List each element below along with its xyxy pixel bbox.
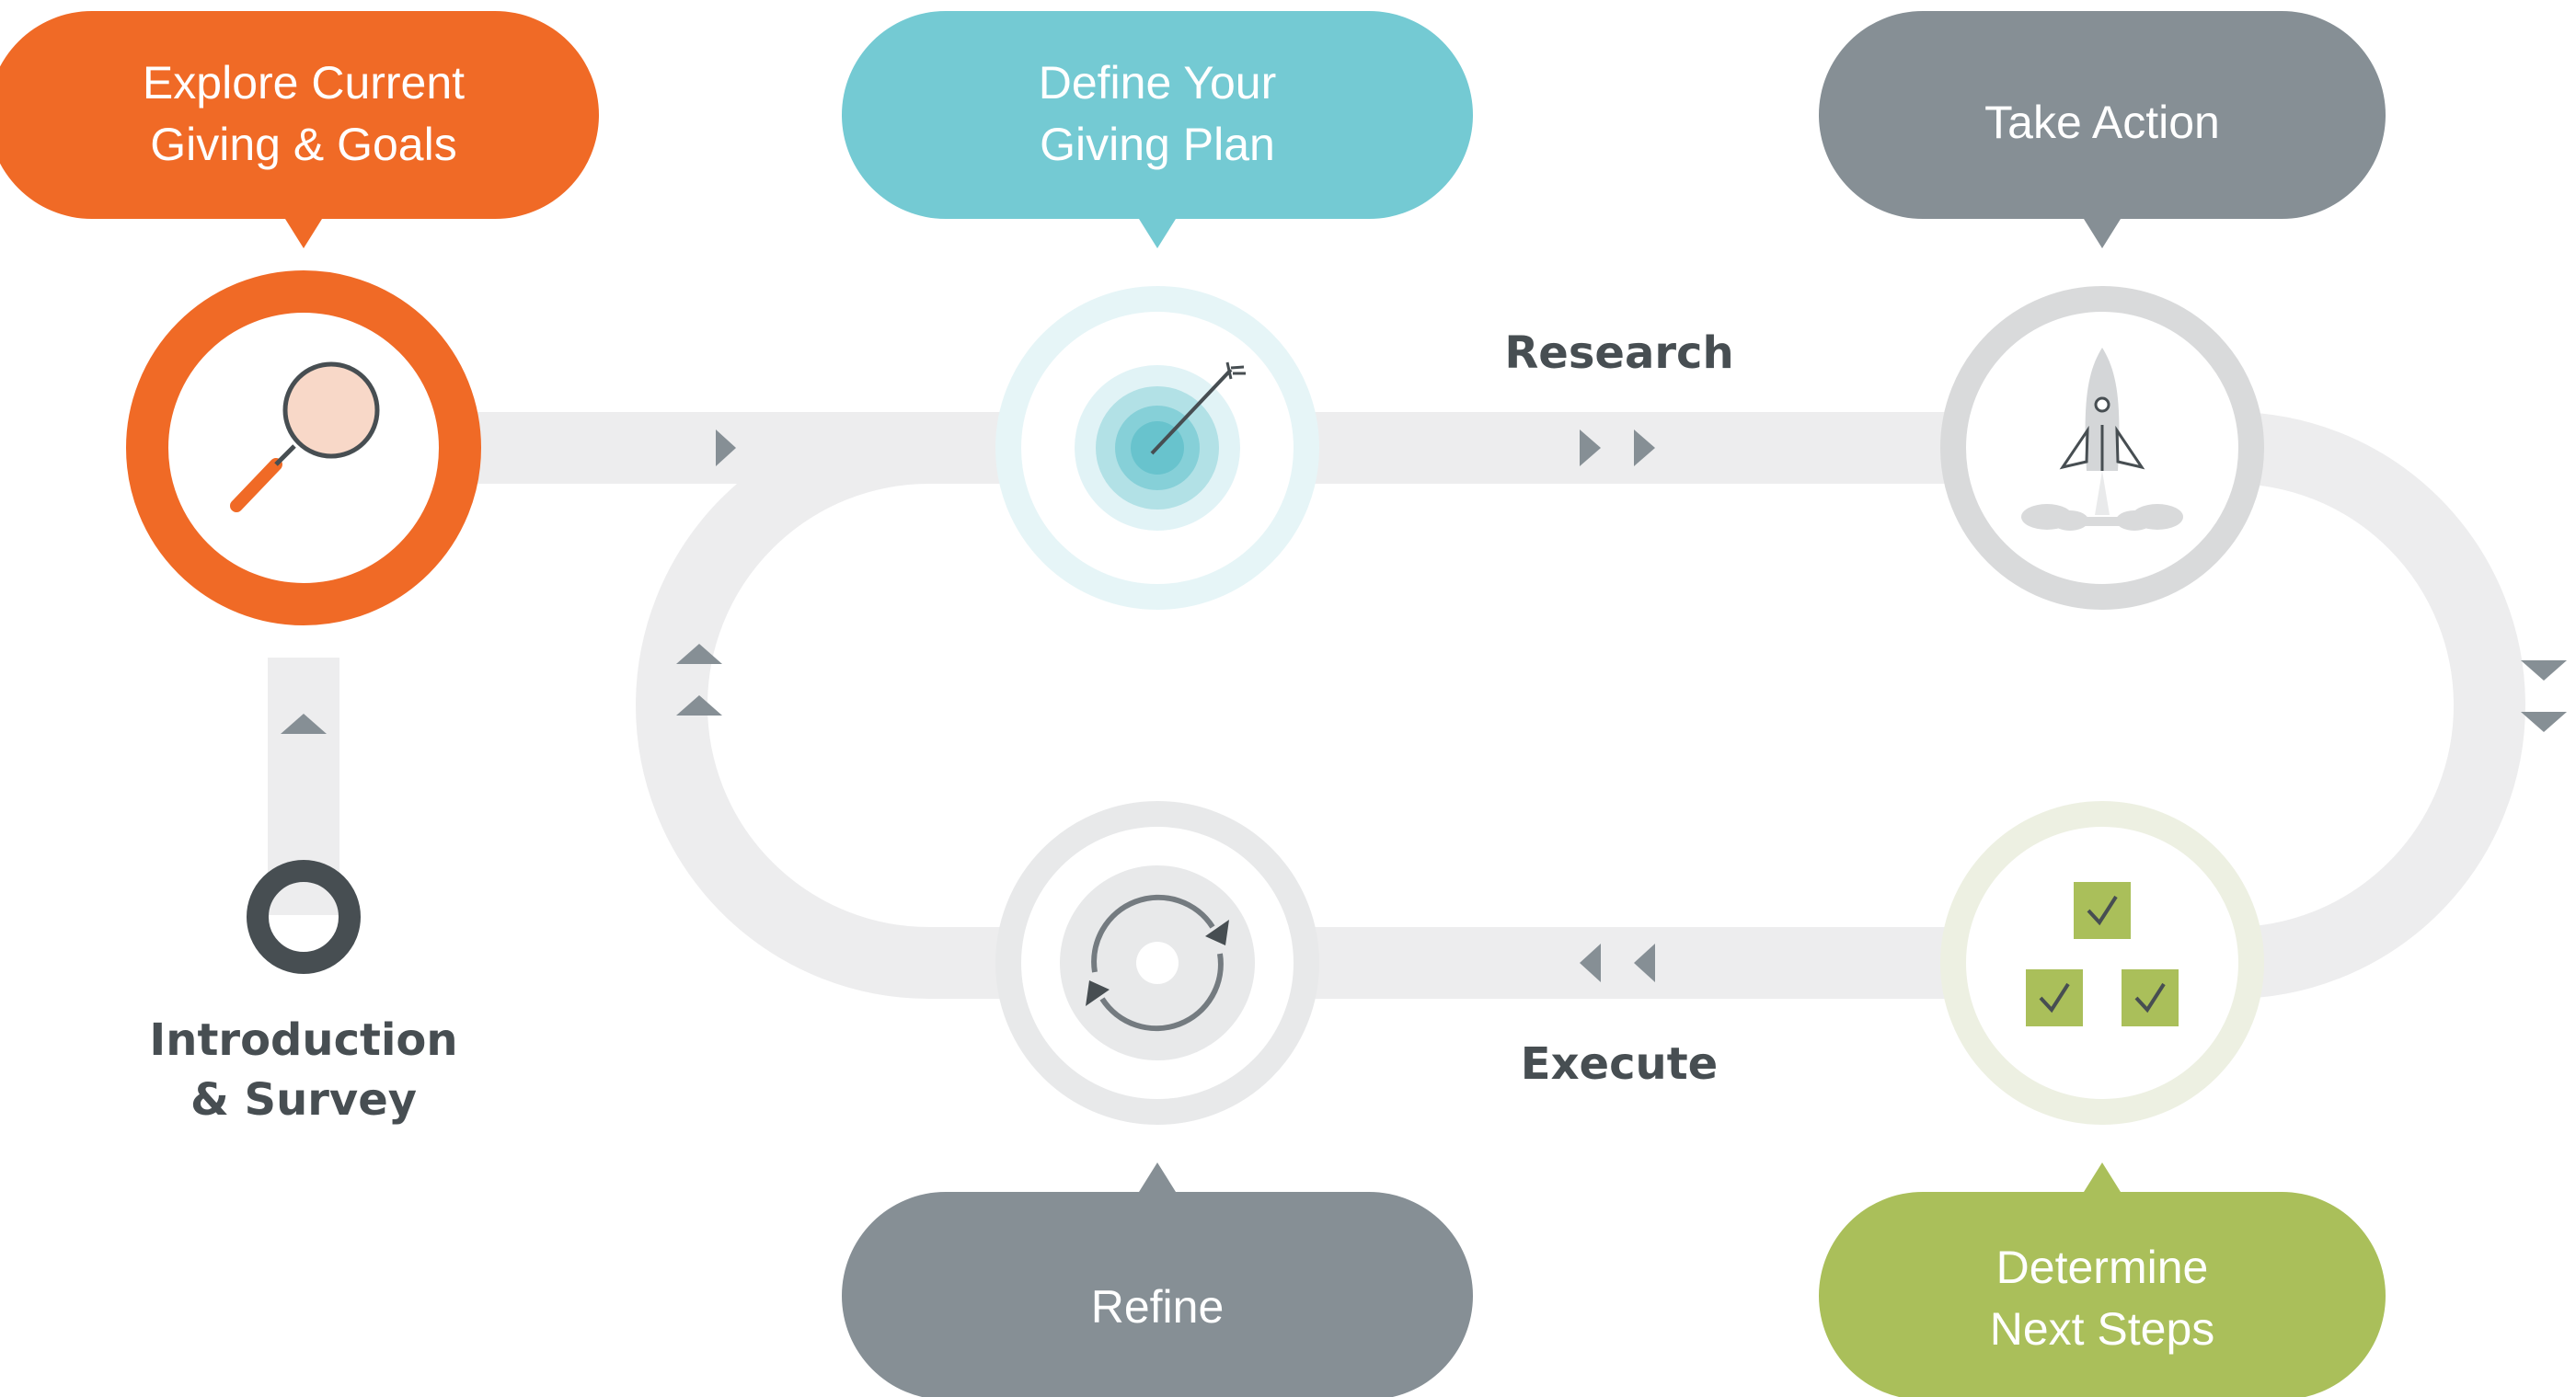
arrow-down-icon (2521, 660, 2567, 681)
refine-title: Refine (1091, 1281, 1225, 1333)
direction-arrows (281, 429, 2567, 982)
execute-label: Execute (1521, 1038, 1718, 1090)
define-step: Define Your Giving Plan (842, 11, 1473, 610)
start-label-line-1: Introduction (149, 1014, 457, 1066)
start-label-line-2: & Survey (190, 1074, 417, 1126)
refresh-cycle-icon (1060, 865, 1255, 1060)
arrow-right-icon (716, 429, 736, 466)
action-bubble (1819, 11, 2386, 248)
define-title-line-2: Giving Plan (1040, 119, 1275, 170)
research-label: Research (1504, 327, 1733, 379)
explore-title-line-1: Explore Current (143, 57, 465, 109)
magnifying-glass-icon (230, 361, 380, 512)
next-steps-step: Determine Next Steps (1819, 801, 2386, 1397)
arrow-up-icon (676, 644, 722, 664)
arrow-up-icon (676, 695, 722, 716)
arrow-left-icon (1634, 944, 1655, 982)
next-steps-title-line-1: Determine (1996, 1242, 2209, 1293)
next-steps-node-ring (1940, 801, 2264, 1125)
explore-title-line-2: Giving & Goals (150, 119, 456, 170)
explore-step: Explore Current Giving & Goals (0, 11, 599, 625)
arrow-left-icon (1580, 944, 1601, 982)
rocket-icon (2021, 348, 2183, 531)
define-title-line-1: Define Your (1039, 57, 1277, 109)
arrow-right-icon (1634, 429, 1655, 466)
refine-bubble (842, 1162, 1473, 1397)
checkbox-blocks-icon (2026, 882, 2179, 1026)
next-steps-title-line-2: Next Steps (1990, 1303, 2215, 1355)
action-title: Take Action (1984, 97, 2220, 148)
arrow-right-icon (1580, 429, 1601, 466)
start-node: Introduction & Survey (149, 860, 458, 1126)
start-ring-icon (247, 860, 361, 974)
next-steps-bubble (1819, 1162, 2386, 1397)
refine-step: Refine (842, 801, 1473, 1397)
action-step: Take Action (1819, 11, 2386, 610)
explore-bubble (0, 11, 599, 248)
define-bubble (842, 11, 1473, 248)
arrow-down-icon (2521, 712, 2567, 732)
target-arrow-icon (1075, 361, 1246, 531)
arrow-up-icon (281, 714, 327, 734)
